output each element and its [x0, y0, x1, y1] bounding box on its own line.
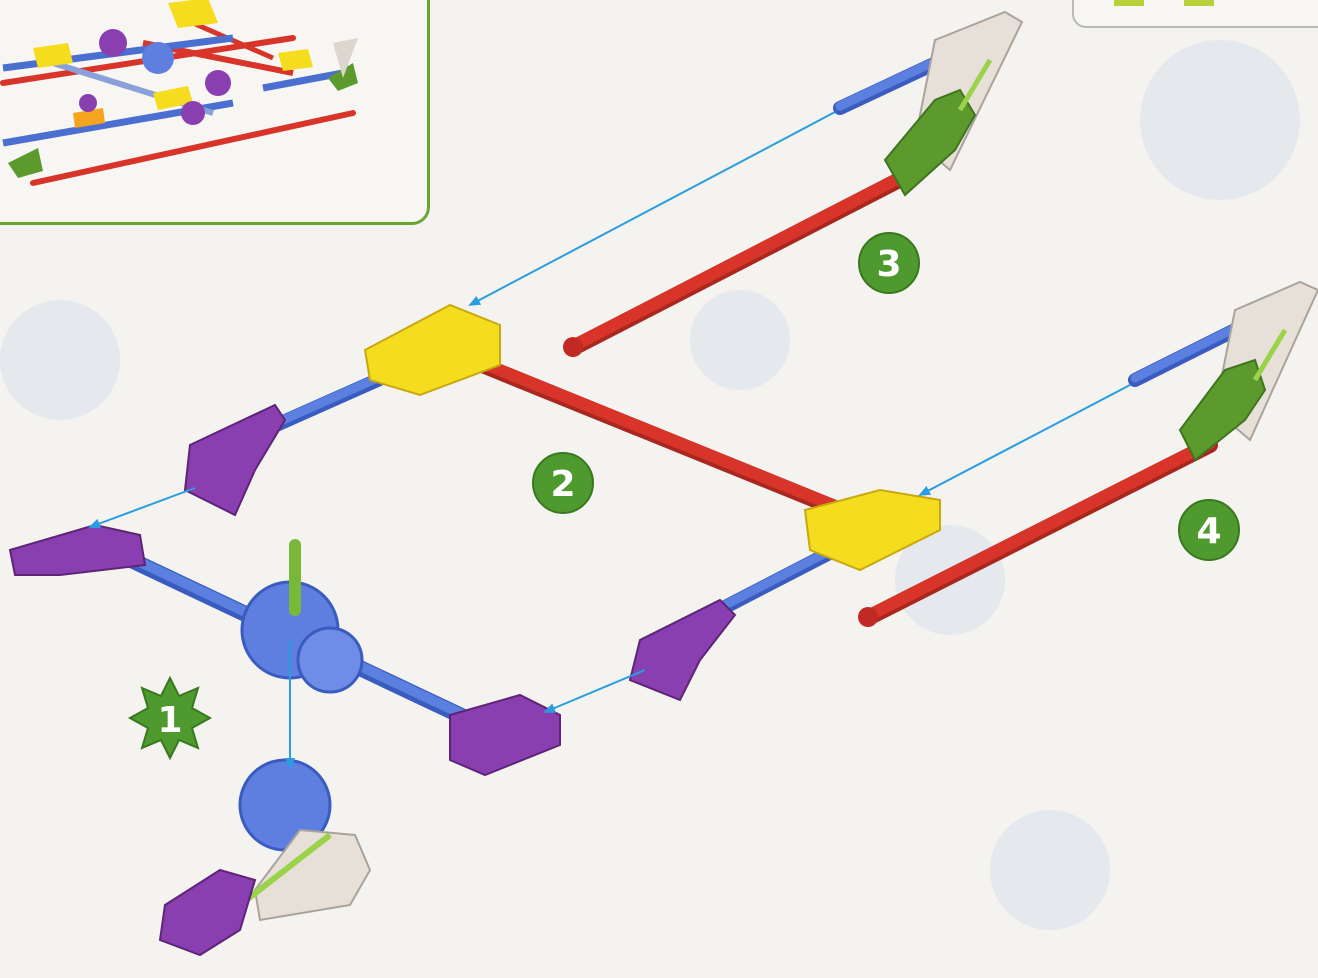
- arrow-3-to-yellow: [470, 112, 835, 305]
- purple-connector: [185, 405, 285, 515]
- step-badge-label: 3: [876, 244, 901, 285]
- purple-connector: [160, 870, 255, 955]
- green-connector: [1180, 360, 1265, 460]
- step-badge-label: 4: [1196, 511, 1221, 552]
- purple-connector: [10, 525, 145, 575]
- rod-end-cap: [563, 337, 583, 357]
- step-badge-3: 3: [859, 233, 919, 293]
- yellow-connector: [365, 305, 500, 395]
- rod-end-cap: [858, 607, 878, 627]
- blue-connector: [298, 628, 362, 692]
- step-badge-2: 2: [533, 453, 593, 513]
- step-3-assembly: [563, 12, 1022, 357]
- step-badge-label: 2: [550, 464, 575, 505]
- step-1-assembly: [10, 525, 560, 955]
- purple-connector: [450, 695, 560, 775]
- step-badge-label: 1: [157, 700, 182, 741]
- step-badge-1: 1: [130, 678, 210, 758]
- red-rod: [465, 356, 835, 506]
- arrow-4-to-yellow: [920, 385, 1130, 495]
- purple-connector: [630, 600, 735, 700]
- arrow-purple-to-purple-lower: [545, 670, 645, 712]
- arrow-purple-to-purple: [90, 488, 195, 527]
- step-badge-4: 4: [1179, 500, 1239, 560]
